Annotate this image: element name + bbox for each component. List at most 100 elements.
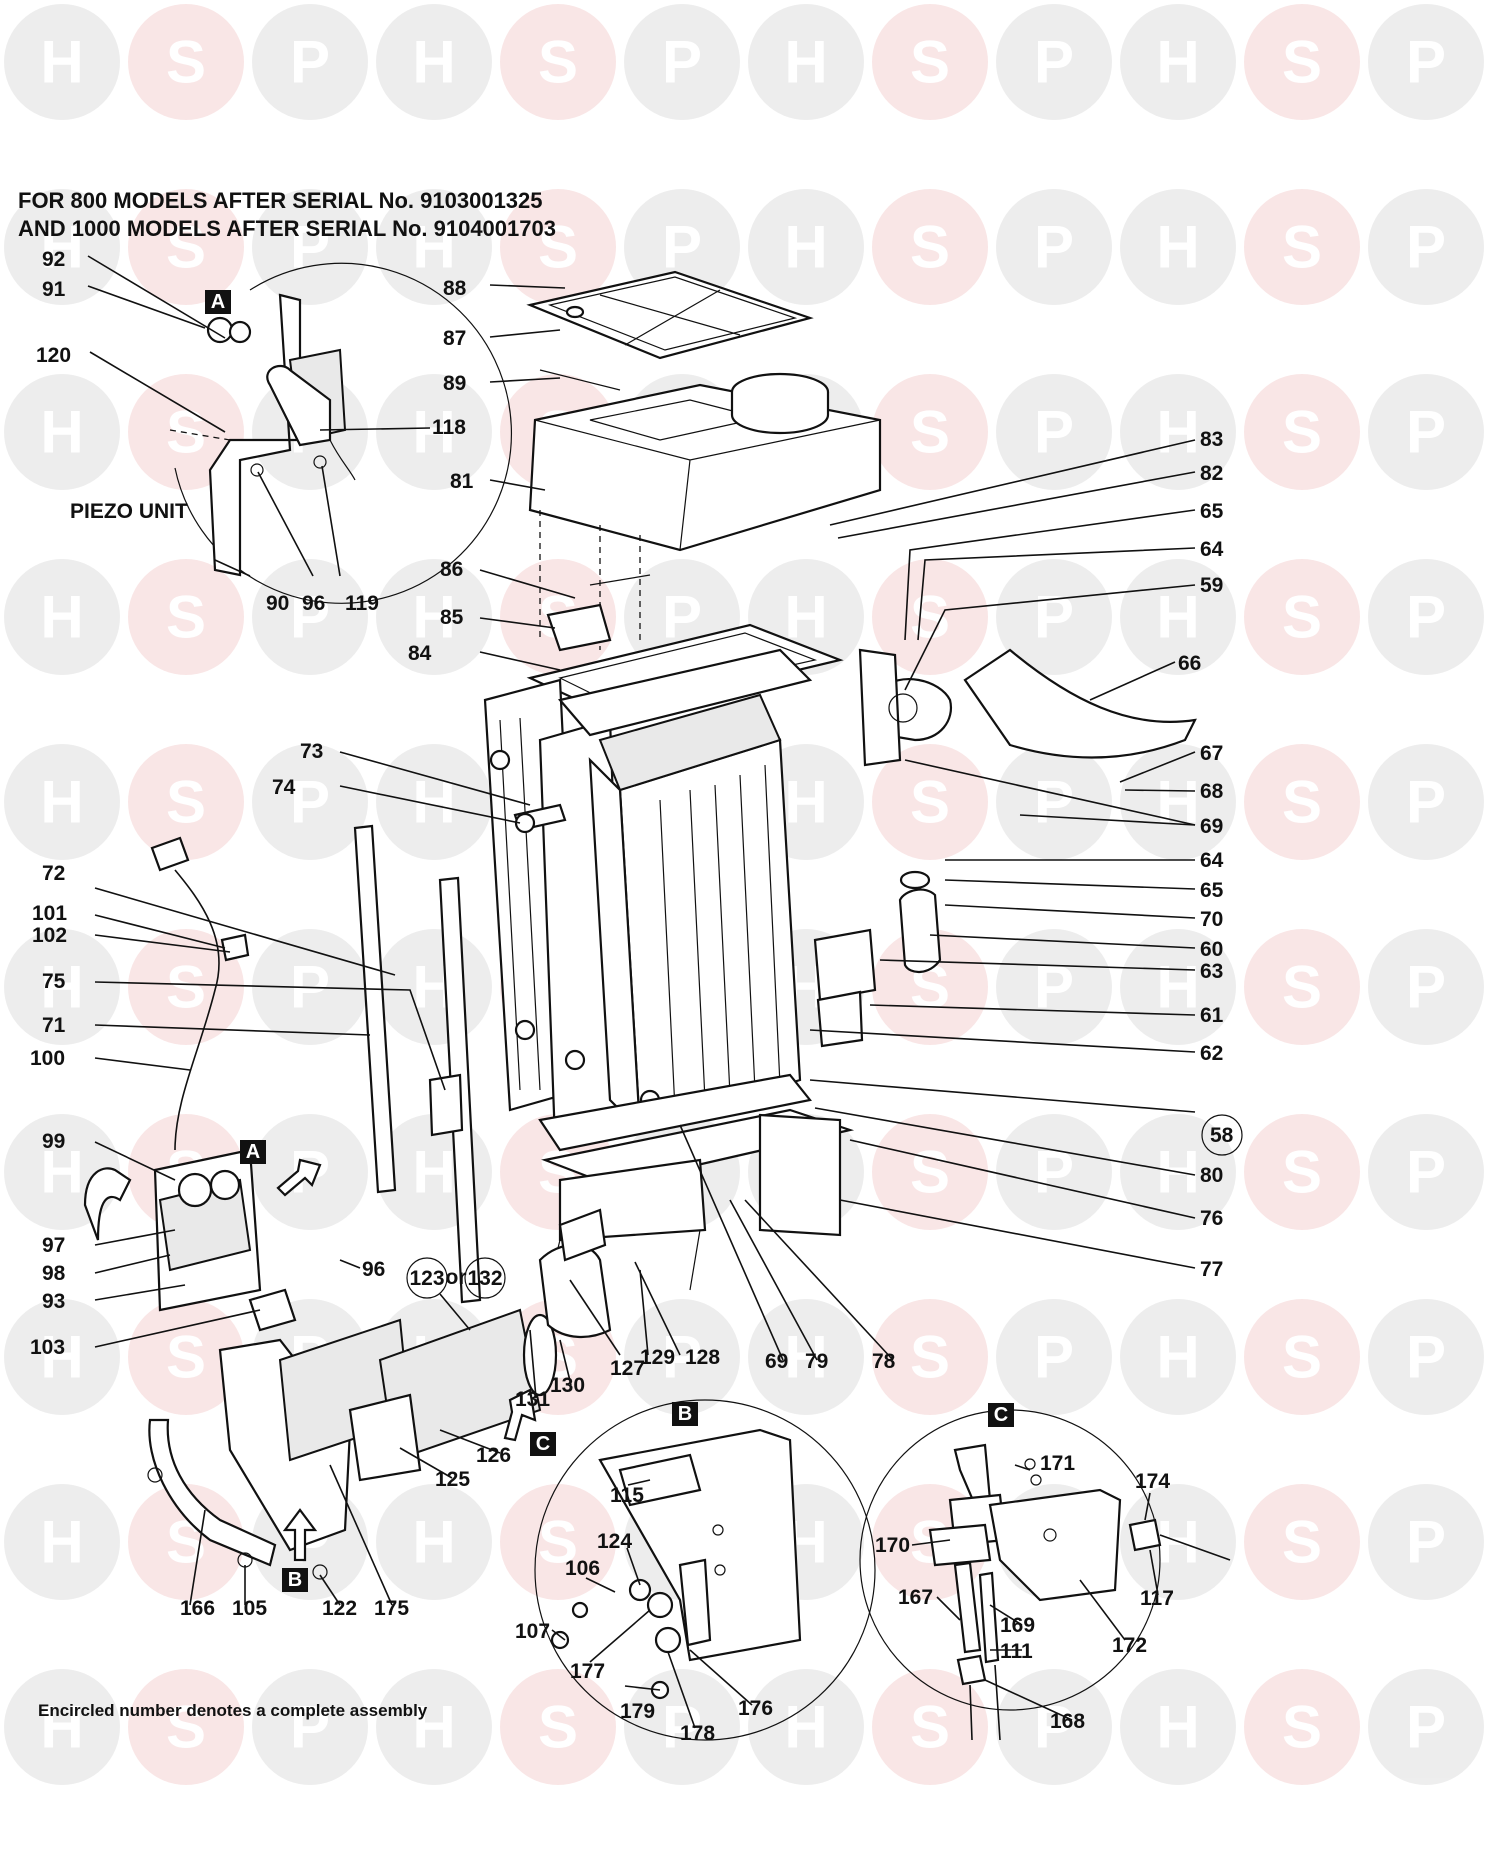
- part-label-100: 100: [30, 1047, 65, 1070]
- part-label-82: 82: [1200, 462, 1223, 485]
- watermark-circle: [500, 1669, 616, 1785]
- watermark-letter: P: [1034, 399, 1074, 466]
- watermark-circle: [1368, 559, 1484, 675]
- part-label-177: 177: [570, 1660, 605, 1683]
- watermark-circle: [252, 744, 368, 860]
- watermark-letter: P: [1034, 584, 1074, 651]
- watermark-letter: H: [1156, 214, 1199, 281]
- watermark-circle: [1244, 374, 1360, 490]
- watermark-letter: H: [412, 584, 455, 651]
- watermark-circle: [996, 1299, 1112, 1415]
- watermark-circle: [252, 1669, 368, 1785]
- watermark-letter: P: [290, 584, 330, 651]
- part-label-92: 92: [42, 248, 65, 271]
- watermark-circle: [624, 4, 740, 120]
- part-label-66: 66: [1178, 652, 1201, 675]
- part-label-65: 65: [1200, 500, 1224, 523]
- watermark-circle: [4, 559, 120, 675]
- watermark-letter: S: [166, 29, 206, 96]
- watermark-circle: [4, 189, 120, 305]
- watermark-circle: [1244, 1669, 1360, 1785]
- watermark-circle: [128, 744, 244, 860]
- watermark-circle: [1244, 189, 1360, 305]
- watermark-circle: [996, 1114, 1112, 1230]
- watermark-letter: P: [1034, 214, 1074, 281]
- watermark-circle: [872, 189, 988, 305]
- part-label-76: 76: [1200, 1207, 1223, 1230]
- watermark-letter: S: [538, 1509, 578, 1576]
- watermark-letter: H: [40, 399, 83, 466]
- watermark-letter: H: [40, 954, 83, 1021]
- part-label-99: 99: [42, 1130, 65, 1153]
- part-label-88: 88: [443, 277, 467, 300]
- part-label-93: 93: [42, 1290, 65, 1313]
- watermark-letter: H: [40, 1509, 83, 1576]
- part-label-107: 107: [515, 1620, 550, 1643]
- part-label-119: 119: [345, 592, 379, 615]
- watermark-letter: S: [538, 1694, 578, 1761]
- watermark-letter: H: [412, 214, 455, 281]
- main-assembly: [353, 270, 1197, 1304]
- part-label-128: 128: [685, 1346, 720, 1369]
- part-label-179: 179: [620, 1700, 655, 1723]
- watermark-letter: P: [1034, 29, 1074, 96]
- part-label-64: 64: [1200, 538, 1224, 561]
- part-label-118: 118: [432, 416, 466, 439]
- part-label-97: 97: [42, 1234, 65, 1257]
- watermark-circle: [128, 1484, 244, 1600]
- watermark-letter: S: [1282, 769, 1322, 836]
- part-label-61: 61: [1200, 1004, 1224, 1027]
- watermark-letter: S: [910, 1324, 950, 1391]
- watermark-letter: S: [910, 29, 950, 96]
- watermark-circle: [872, 374, 988, 490]
- watermark-circle: [1244, 4, 1360, 120]
- watermark-letter: S: [166, 214, 206, 281]
- watermark-circle: [624, 1299, 740, 1415]
- part-label-96: 96: [302, 592, 325, 615]
- part-label-129: 129: [640, 1346, 675, 1369]
- watermark-letter: H: [40, 29, 83, 96]
- watermark-circle: [748, 4, 864, 120]
- watermark-circle: [1120, 744, 1236, 860]
- part-label-98: 98: [42, 1262, 66, 1285]
- watermark-circle: [996, 744, 1112, 860]
- watermark-circle: [500, 1484, 616, 1600]
- watermark-letter: P: [1406, 1509, 1446, 1576]
- part-label-68: 68: [1200, 780, 1224, 803]
- watermark-circle: [4, 1484, 120, 1600]
- watermark-letter: P: [1034, 1139, 1074, 1206]
- part-label-85: 85: [440, 606, 464, 629]
- part-label-106: 106: [565, 1557, 600, 1580]
- part-label-75: 75: [42, 970, 66, 993]
- watermark-circle: [128, 1299, 244, 1415]
- part-label-59: 59: [1200, 574, 1223, 597]
- watermark-letter: H: [40, 769, 83, 836]
- part-label-167: 167: [898, 1586, 933, 1609]
- part-label-175: 175: [374, 1597, 409, 1620]
- inset-b-ref-letter: B: [288, 1569, 302, 1591]
- watermark-circle: [4, 4, 120, 120]
- watermark-circle: [1244, 929, 1360, 1045]
- part-label-83: 83: [1200, 428, 1223, 451]
- inset-a-badge: [205, 290, 231, 314]
- part-label-125: 125: [435, 1468, 470, 1491]
- watermark-circle: [1120, 1299, 1236, 1415]
- part-label-102: 102: [32, 924, 67, 947]
- watermark-circle: [128, 929, 244, 1045]
- watermark-circle: [996, 559, 1112, 675]
- watermark-circle: [376, 1669, 492, 1785]
- part-label-69: 69: [1200, 815, 1223, 838]
- watermark-letter: H: [1156, 399, 1199, 466]
- watermark-letter: S: [1282, 1509, 1322, 1576]
- watermark-circle: [376, 1484, 492, 1600]
- watermark-letter: S: [910, 214, 950, 281]
- watermark-circle: [996, 4, 1112, 120]
- part-label-172: 172: [1112, 1634, 1147, 1657]
- watermark-circle: [252, 4, 368, 120]
- watermark-letter: P: [1406, 1324, 1446, 1391]
- part-label-103: 103: [30, 1336, 65, 1359]
- watermark-letter: H: [412, 1694, 455, 1761]
- watermark-circle: [1368, 1114, 1484, 1230]
- watermark-circle: [1368, 4, 1484, 120]
- leader-lines: [87, 255, 1243, 1729]
